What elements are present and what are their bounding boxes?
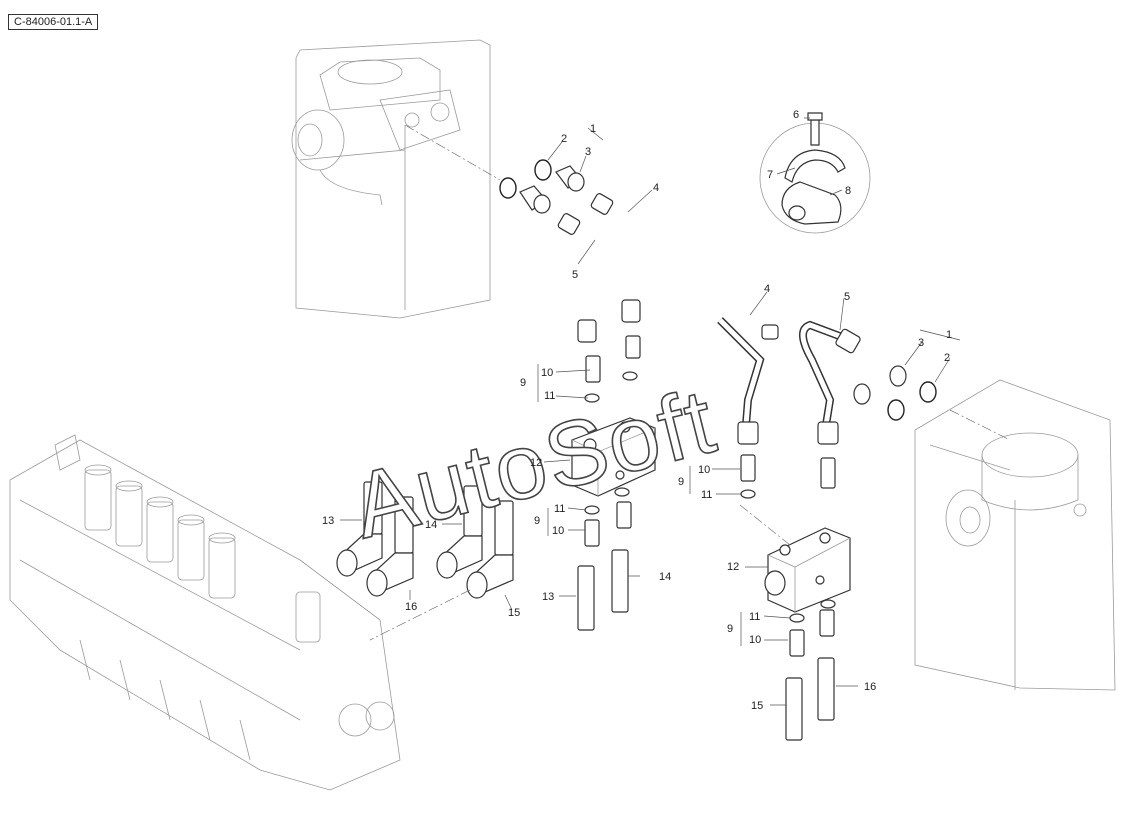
- callout-3-right: 3: [918, 337, 924, 349]
- callout-16-right: 16: [864, 681, 876, 693]
- left-hose-fittings: [336, 481, 629, 631]
- lower-right-housing: [914, 379, 1116, 691]
- callout-5-right: 5: [844, 291, 850, 303]
- right-upper-fittings: [853, 365, 937, 421]
- callout-14-center: 14: [659, 571, 671, 583]
- callout-8: 8: [845, 185, 851, 197]
- callout-12-block-b: 12: [727, 561, 739, 573]
- callout-6: 6: [793, 109, 799, 121]
- callout-1-upper-left: 1: [590, 123, 596, 135]
- upper-left-fittings: [499, 159, 585, 214]
- control-valve-bank: [9, 434, 401, 791]
- callout-16-left: 16: [405, 601, 417, 613]
- right-valve-block-assembly: [740, 454, 851, 657]
- callout-12-block-a: 12: [530, 457, 542, 469]
- reference-code-badge: C-84006-01.1-A: [8, 14, 99, 30]
- callout-7: 7: [767, 169, 773, 181]
- callout-3-upper-left: 3: [585, 146, 591, 158]
- callout-4-right: 4: [764, 283, 770, 295]
- callout-10-block-a-top: 10: [541, 367, 553, 379]
- callout-10-block-a-bottom: 10: [552, 525, 564, 537]
- upper-hydraulic-tubes: [557, 193, 656, 343]
- left-valve-block-assembly: [571, 335, 656, 547]
- callout-13-left: 13: [322, 515, 334, 527]
- callout-13-center: 13: [542, 591, 554, 603]
- callout-11-block-a-top: 11: [544, 390, 555, 402]
- callout-11-block-a-bottom: 11: [554, 503, 565, 515]
- callout-11-block-b-top: 11: [701, 489, 712, 501]
- assembly-centerlines: [369, 124, 1011, 641]
- leader-lines: [340, 117, 961, 706]
- callout-2-right: 2: [944, 352, 950, 364]
- callout-9-block-b-top: 9: [678, 476, 684, 488]
- callout-15-right: 15: [751, 700, 763, 712]
- right-hose-fittings: [785, 657, 835, 741]
- callout-10-block-b-bottom: 10: [749, 634, 761, 646]
- callout-5-upper-left: 5: [572, 269, 578, 281]
- callout-4-upper-left: 4: [653, 182, 659, 194]
- callout-14-left: 14: [425, 519, 437, 531]
- callout-1-right: 1: [946, 329, 952, 341]
- callout-9-block-a-bottom: 9: [534, 515, 540, 527]
- callout-numbers: 1 2 3 4 5 6 7 8 1 2 3 4 5 9 10 11 12 9 1…: [322, 109, 952, 712]
- callout-2-upper-left: 2: [561, 133, 567, 145]
- callout-9-block-b-bottom: 9: [727, 623, 733, 635]
- callout-9-block-a-top: 9: [520, 377, 526, 389]
- right-hydraulic-tubes: [717, 317, 861, 445]
- callout-11-block-b-bottom: 11: [749, 611, 760, 623]
- clamp-detail-group: [759, 112, 871, 234]
- callout-10-block-b-top: 10: [698, 464, 710, 476]
- callout-15-left: 15: [508, 607, 520, 619]
- upper-left-housing: [291, 39, 491, 319]
